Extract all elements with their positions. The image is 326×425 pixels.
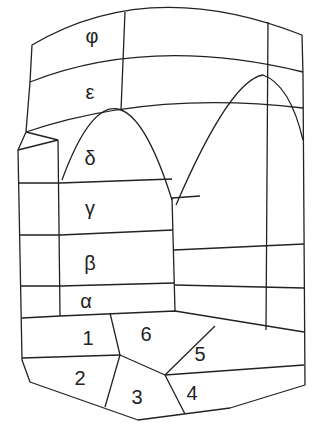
part-label: δ <box>84 148 95 168</box>
right-arch <box>176 75 303 205</box>
band-line <box>30 56 303 82</box>
part-label: α <box>80 291 92 311</box>
row-line <box>22 311 304 332</box>
part-label: 2 <box>74 368 85 388</box>
arch <box>62 109 172 200</box>
row-line <box>20 230 173 235</box>
base-line <box>165 326 215 375</box>
band-line <box>26 103 303 132</box>
outline <box>18 7 305 420</box>
base-line <box>110 313 120 355</box>
base-line <box>165 375 185 414</box>
part-label: φ <box>86 26 99 46</box>
row-line <box>18 140 58 150</box>
row-line <box>26 132 58 140</box>
column-edge <box>58 140 60 316</box>
part-label: γ <box>85 198 95 218</box>
base-line <box>105 355 120 407</box>
part-label: β <box>84 253 96 273</box>
part-label: 5 <box>194 344 205 364</box>
row-line <box>21 283 174 286</box>
part-label: 3 <box>131 387 142 407</box>
row-line <box>19 179 172 183</box>
top-divider <box>121 12 125 110</box>
part-label: ε <box>86 82 95 102</box>
part-label: 1 <box>82 328 93 348</box>
column-edge <box>172 198 175 311</box>
part-label: 6 <box>140 324 151 344</box>
base-line <box>22 355 304 375</box>
row-line <box>175 285 304 288</box>
right-divider <box>266 22 268 330</box>
row-line <box>172 196 200 198</box>
row-line <box>174 244 304 250</box>
part-label: 4 <box>186 383 197 403</box>
